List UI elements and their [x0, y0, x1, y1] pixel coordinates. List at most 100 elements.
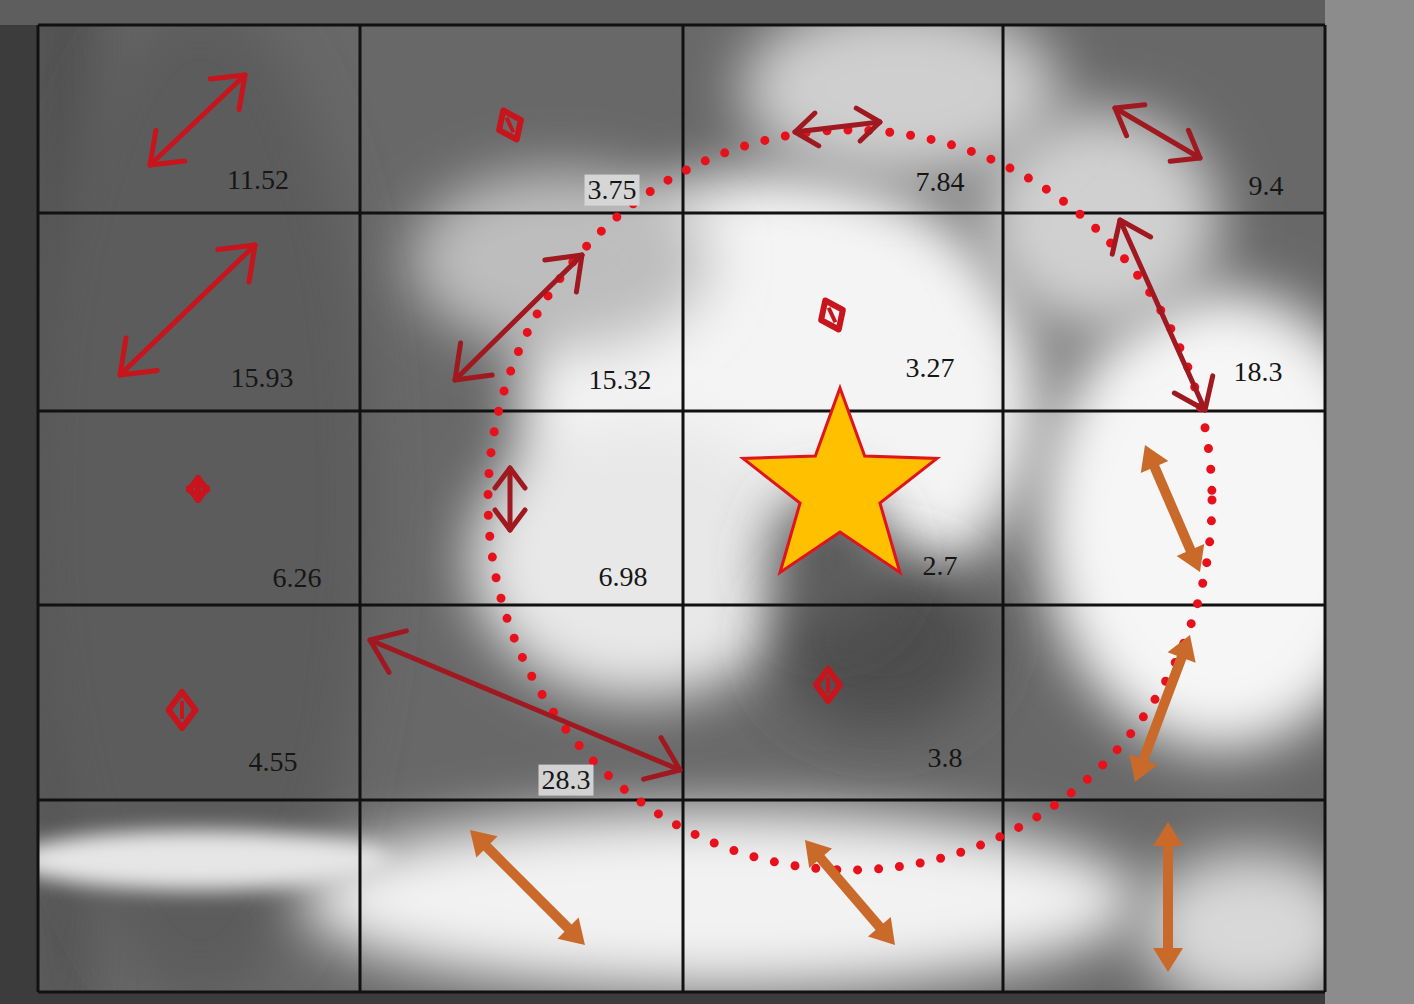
mark-inner — [180, 701, 184, 719]
measurement-value: 7.84 — [913, 167, 968, 198]
measurement-value: 15.32 — [586, 365, 655, 396]
measurement-value: 28.3 — [539, 765, 594, 796]
mark-outline — [816, 669, 840, 701]
arrow-head — [218, 245, 255, 282]
arrow-shaft — [508, 468, 513, 530]
arrow-head — [1112, 220, 1150, 254]
grid-line — [37, 25, 40, 992]
mark-outline — [169, 692, 196, 728]
small-arrow-mark — [492, 105, 527, 144]
arrow-shaft — [150, 75, 245, 165]
arrow-shaft — [818, 855, 882, 930]
red-double-arrow — [795, 108, 880, 146]
photo-blobs — [38, 25, 1325, 992]
frame-right — [1325, 0, 1414, 1004]
arrow-shaft — [1142, 654, 1183, 764]
arrow-head — [545, 255, 582, 292]
dotted-circle — [488, 130, 1212, 870]
grid-line — [1002, 25, 1005, 992]
measurement-value: 6.98 — [596, 562, 651, 593]
small-arrow-mark — [816, 669, 840, 701]
arrow-head — [495, 510, 525, 530]
measurement-value: 3.27 — [903, 353, 958, 384]
arrow-head — [1153, 948, 1183, 972]
arrow-head — [868, 917, 895, 945]
grid — [38, 25, 1325, 992]
measurement-value: 9.4 — [1246, 171, 1287, 202]
star-marker — [743, 388, 937, 573]
measurement-value: 11.52 — [224, 165, 292, 196]
arrow-head — [1174, 376, 1212, 410]
arrow-head — [189, 488, 207, 500]
small-arrow-mark — [814, 295, 849, 334]
orange-double-arrow — [470, 830, 585, 945]
arrow-head — [470, 830, 498, 858]
orange-double-arrow — [1129, 635, 1195, 782]
measurement-value: 15.93 — [228, 363, 297, 394]
mark-inner — [826, 677, 830, 693]
small-arrow-mark — [169, 692, 196, 728]
arrow-shaft — [120, 245, 255, 375]
red-double-arrow — [370, 631, 680, 779]
arrow-shaft — [484, 844, 571, 931]
arrow-head — [795, 113, 819, 146]
arrow-head — [1153, 822, 1183, 846]
grid-line — [359, 25, 362, 992]
grid-line — [38, 24, 1325, 27]
arrow-shaft — [370, 640, 680, 770]
measurement-value: 18.3 — [1231, 357, 1286, 388]
arrow-head — [1129, 754, 1157, 782]
photo-patch — [740, 25, 1060, 180]
mark-outline — [492, 105, 527, 144]
arrow-shaft — [1153, 463, 1192, 553]
photo-patch — [38, 830, 390, 890]
arrow-head — [1168, 635, 1196, 663]
arrow-head — [120, 338, 157, 375]
measurement-value: 2.7 — [920, 551, 961, 582]
red-double-arrow — [120, 245, 255, 375]
red-double-arrow — [1115, 105, 1200, 162]
mark-inner — [829, 308, 836, 323]
arrow-shaft — [1163, 842, 1173, 952]
photo-patch — [410, 170, 710, 350]
arrows — [120, 75, 1213, 972]
arrow-shaft — [455, 255, 582, 380]
orange-double-arrow — [1153, 822, 1183, 972]
arrow-head — [856, 108, 880, 141]
arrow-head — [370, 631, 406, 672]
measurement-value: 4.55 — [246, 747, 301, 778]
grid-line — [38, 604, 1325, 607]
red-double-arrow — [1112, 220, 1212, 410]
measurement-value: 3.8 — [925, 743, 966, 774]
grid-line — [38, 799, 1325, 802]
grid-line — [38, 991, 1325, 994]
arrow-head — [1170, 130, 1200, 161]
arrow-head — [1141, 445, 1169, 473]
arrow-shaft — [1120, 220, 1205, 410]
photo-patch — [300, 810, 1140, 990]
orange-double-arrow — [1141, 445, 1204, 572]
frame-top — [0, 0, 1414, 25]
arrow-head — [1177, 544, 1205, 572]
measurement-value: 3.75 — [585, 175, 640, 206]
arrow-head — [495, 468, 525, 488]
red-double-arrow — [455, 255, 582, 380]
arrow-head — [644, 738, 680, 779]
arrow-shaft — [795, 122, 880, 132]
grid-line — [38, 212, 1325, 215]
mark-inner — [507, 118, 514, 133]
red-double-arrow — [495, 468, 525, 530]
red-double-arrow — [150, 75, 245, 165]
orange-double-arrow — [805, 840, 895, 945]
grid-line — [1324, 25, 1327, 992]
arrow-head — [1115, 105, 1145, 136]
grid-line — [38, 410, 1325, 413]
arrow-head — [557, 917, 585, 945]
arrow-head — [210, 75, 245, 110]
measurement-value: 6.26 — [270, 563, 325, 594]
arrow-head — [805, 840, 832, 868]
